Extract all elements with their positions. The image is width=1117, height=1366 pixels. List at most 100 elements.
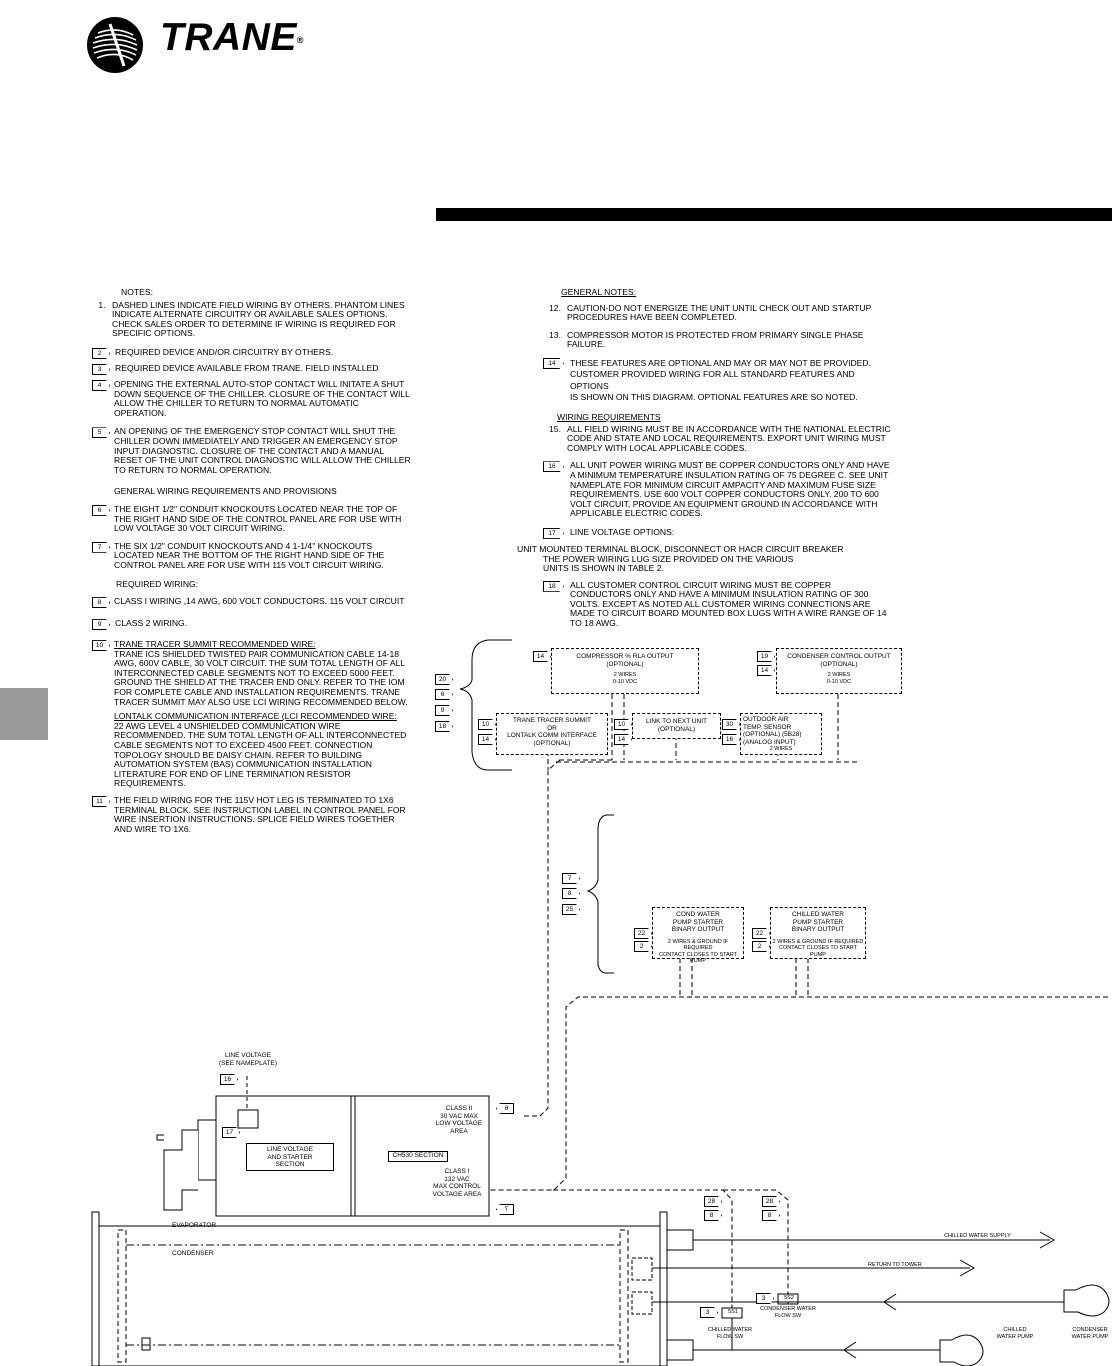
label-line: VOLTAGE AREA [432, 1190, 482, 1198]
flow-tag: 28 [762, 1196, 780, 1207]
notes-left: NOTES: 1. DASHED LINES INDICATE FIELD WI… [92, 287, 412, 834]
note-tag: 6 [92, 504, 110, 516]
note-15: 15. ALL FIELD WIRING MUST BE IN ACCORDAN… [543, 423, 893, 454]
note-tag: 8 [92, 597, 110, 609]
class-1-area-label: CLASS I 132 VAC MAX CONTROL VOLTAGE AREA [428, 1168, 486, 1198]
notes-title: NOTES: [121, 287, 153, 297]
note-tag: 16 [543, 461, 564, 473]
note-tag: 11 [92, 795, 110, 807]
brand-name: TRANE [160, 16, 297, 59]
cond-water-pump-starter-box: COND WATER PUMP STARTER BINARY OUTPUT 2 … [652, 907, 744, 964]
trane-circle-logo-icon [87, 17, 143, 73]
flow-tag: 8 [704, 1210, 722, 1221]
class-2-area-label: CLASS II 30 VAC MAX LOW VOLTAGE AREA [432, 1105, 486, 1135]
wiring-requirements-heading: WIRING REQUIREMENTS [557, 411, 661, 422]
diagram-tag: 14 [478, 734, 496, 745]
flow-tag: 8 [762, 1210, 780, 1221]
note-13: 13. COMPRESSOR MOTOR IS PROTECTED FROM P… [543, 329, 893, 350]
general-wiring-heading: GENERAL WIRING REQUIREMENTS AND PROVISIO… [114, 486, 337, 497]
note-12: 12. CAUTION-DO NOT ENERGIZE THE UNIT UNT… [543, 303, 893, 323]
chilled-flow-switch-name: 5S1 [728, 1309, 738, 1315]
diagram-tag: 14 [614, 734, 632, 745]
note-10-body: TRANE TRACER SUMMIT RECOMMENDED WIRE: TR… [114, 639, 412, 789]
link-to-next-unit-box: LINK TO NEXT UNIT (OPTIONAL) [632, 713, 721, 739]
label-line: CLASS II [445, 1105, 473, 1112]
note-text: CUSTOMER PROVIDED WIRING FOR ALL STANDAR… [570, 369, 855, 391]
label-line: (SEE NAMEPLATE) [218, 1059, 278, 1067]
note-text: ALL UNIT POWER WIRING MUST BE COPPER CON… [570, 460, 890, 519]
note-text: UNITS IS SHOWN IN TABLE 2. [543, 563, 664, 574]
label-line: FLOW SW [774, 1312, 802, 1319]
note-number: 15. [549, 423, 561, 434]
box-line: TEMP. SENSOR [743, 723, 792, 731]
label-line: LINE VOLTAGE [267, 1146, 313, 1153]
note-tag: 14 [543, 357, 564, 369]
required-wiring-heading: REQUIRED WIRING: [116, 579, 199, 590]
line-voltage-label: LINE VOLTAGE (SEE NAMEPLATE) [206, 1052, 290, 1067]
group-tag: 6 [435, 689, 453, 700]
note-subheading: TRANE TRACER SUMMIT RECOMMENDED WIRE: [114, 639, 316, 650]
brand-wordmark: TRANE® [160, 16, 304, 60]
condenser-label: CONDENSER [172, 1250, 214, 1257]
label-line: AND STARTER [267, 1153, 313, 1161]
note-14-body: THESE FEATURES ARE OPTIONAL AND MAY OR M… [570, 358, 893, 404]
label-line: CONDENSER [1072, 1327, 1108, 1333]
flow-switch-tag: 3 [756, 1293, 774, 1304]
note-tag: 17 [543, 527, 564, 539]
note-6: 6 THE EIGHT 1/2" CONDUIT KNOCKOUTS LOCAT… [92, 503, 412, 534]
evaporator-label: EVAPORATOR [172, 1222, 217, 1229]
note-7: 7 THE SIX 1/2" CONDUIT KNOCKOUTS AND 4 1… [92, 541, 412, 571]
note-text: ALL FIELD WIRING MUST BE IN ACCORDANCE W… [567, 423, 891, 453]
box-title: LINK TO NEXT UNIT [645, 718, 708, 725]
header-rule [436, 208, 1112, 221]
diagram-tag: 10 [478, 719, 496, 730]
diagram-tag: 14 [533, 651, 551, 662]
note-tag: 10 [92, 640, 110, 652]
note-tag: 2 [92, 347, 110, 359]
general-notes-heading: GENERAL NOTES: [561, 287, 637, 297]
line-voltage-starter-section: LINE VOLTAGE AND STARTER SECTION [246, 1143, 334, 1171]
box-subtitle: (OPTIONAL) [606, 660, 644, 668]
chilled-water-pump-label: CHILLED WATER PUMP [990, 1327, 1040, 1340]
note-text: TRANE ICS SHIELDED TWISTED PAIR COMMUNIC… [114, 648, 408, 707]
note-subheading: LONTALK COMMUNICATION INTERFACE (LCI REC… [114, 711, 397, 722]
note-text: REQUIRED DEVICE AVAILABLE FROM TRANE. FI… [115, 362, 379, 373]
note-text: 22 AWG LEVEL 4 UNSHIELDED COMMUNICATION … [114, 720, 407, 789]
note-text: IS SHOWN ON THIS DIAGRAM. OPTIONAL FEATU… [570, 392, 858, 403]
label-line: WATER PUMP [996, 1333, 1034, 1340]
diagram-tag: 2 [634, 941, 652, 952]
note-text: THE EIGHT 1/2" CONDUIT KNOCKOUTS LOCATED… [114, 503, 402, 534]
note-number: 13. [549, 329, 561, 340]
note-text: DASHED LINES INDICATE FIELD WIRING BY OT… [112, 299, 405, 339]
diagram-tag: 17 [222, 1127, 240, 1138]
ch530-section-label: CH530 SECTION [388, 1151, 448, 1162]
diagram-tag: 10 [614, 719, 632, 730]
note-text: CLASS 2 WIRING. [115, 618, 188, 629]
diagram-tag: 16 [722, 734, 740, 745]
note-text: REQUIRED DEVICE AND/OR CIRCUITRY BY OTHE… [115, 346, 334, 357]
condenser-water-pump-label: CONDENSER WATER PUMP [1064, 1327, 1116, 1340]
group-tag: 8 [562, 888, 580, 899]
note-tag: 18 [543, 580, 564, 592]
note-text: UNIT MOUNTED TERMINAL BLOCK, DISCONNECT … [517, 543, 844, 554]
condenser-control-output-box: CONDENSER CONTROL OUTPUT (OPTIONAL) 2 WI… [776, 648, 902, 694]
label-line: FLOW SW [716, 1333, 744, 1340]
note-4: 4 OPENING THE EXTERNAL AUTO-STOP CONTACT… [92, 379, 412, 418]
group-tag: 25 [562, 904, 580, 915]
note-3: 3 REQUIRED DEVICE AVAILABLE FROM TRANE. … [92, 362, 412, 375]
box-wires: 2 WIRES [613, 672, 637, 678]
label-line: AREA [450, 1127, 468, 1135]
label-line: CHILLED [1003, 1327, 1027, 1333]
box-line: BINARY OUTPUT [791, 926, 845, 933]
group-tag: 18 [435, 721, 453, 732]
note-text: COMPRESSOR MOTOR IS PROTECTED FROM PRIMA… [567, 329, 864, 350]
note-17: 17 LINE VOLTAGE OPTIONS: [543, 527, 893, 539]
box-line: (OPTIONAL) [533, 739, 571, 747]
label-line: 132 VAC [444, 1175, 470, 1183]
note-tag: 9 [92, 619, 110, 631]
note-8: 8 CLASS I WIRING ,14 AWG, 600 VOLT CONDU… [92, 596, 412, 609]
box-title: OUTDOOR AIR [743, 716, 789, 723]
note-2: 2 REQUIRED DEVICE AND/OR CIRCUITRY BY OT… [92, 346, 412, 359]
note-text: AN OPENING OF THE EMERGENCY STOP CONTACT… [114, 426, 411, 475]
box-title: COND WATER [676, 911, 720, 918]
